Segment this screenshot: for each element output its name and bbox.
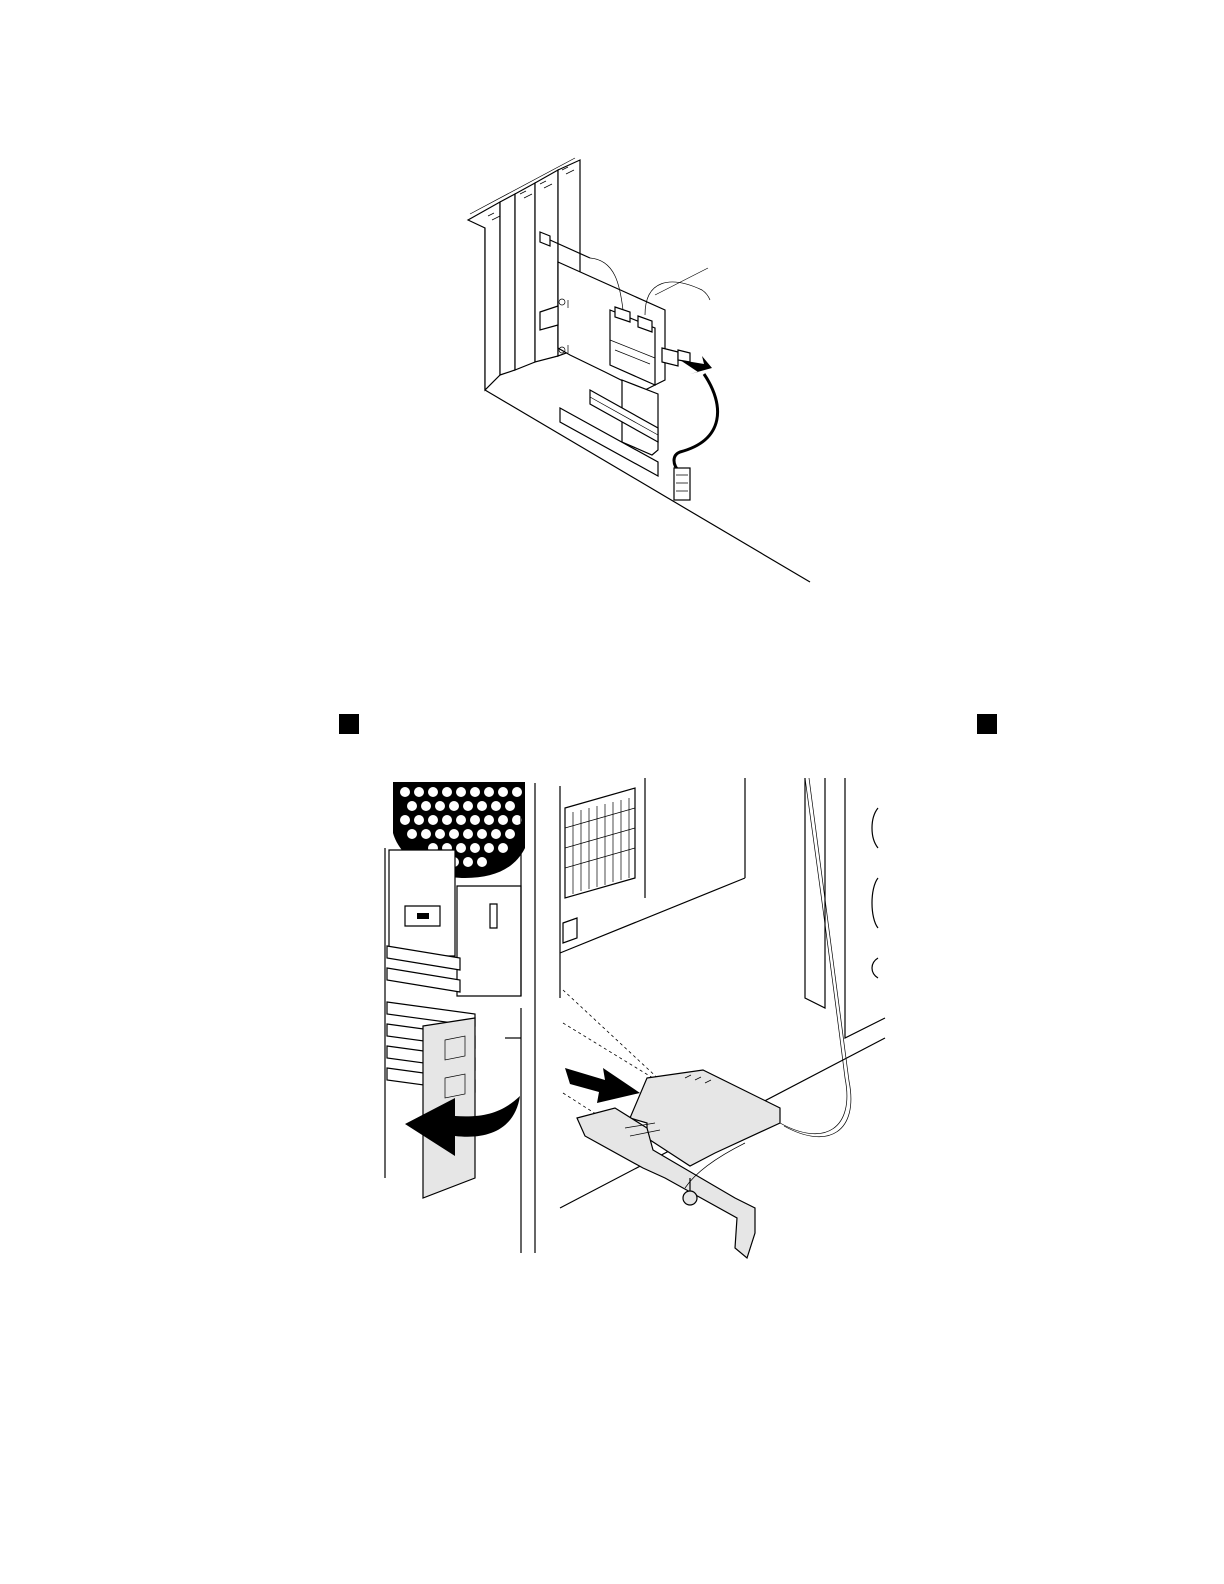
card-removal-illustration [385, 778, 890, 1263]
black-square-marker [339, 714, 359, 734]
black-square-marker [977, 714, 997, 734]
card-cable-disconnect-illustration [440, 150, 830, 590]
heatsink [565, 788, 635, 898]
straight-arrow-icon [565, 1068, 640, 1103]
header-connector [674, 468, 690, 500]
